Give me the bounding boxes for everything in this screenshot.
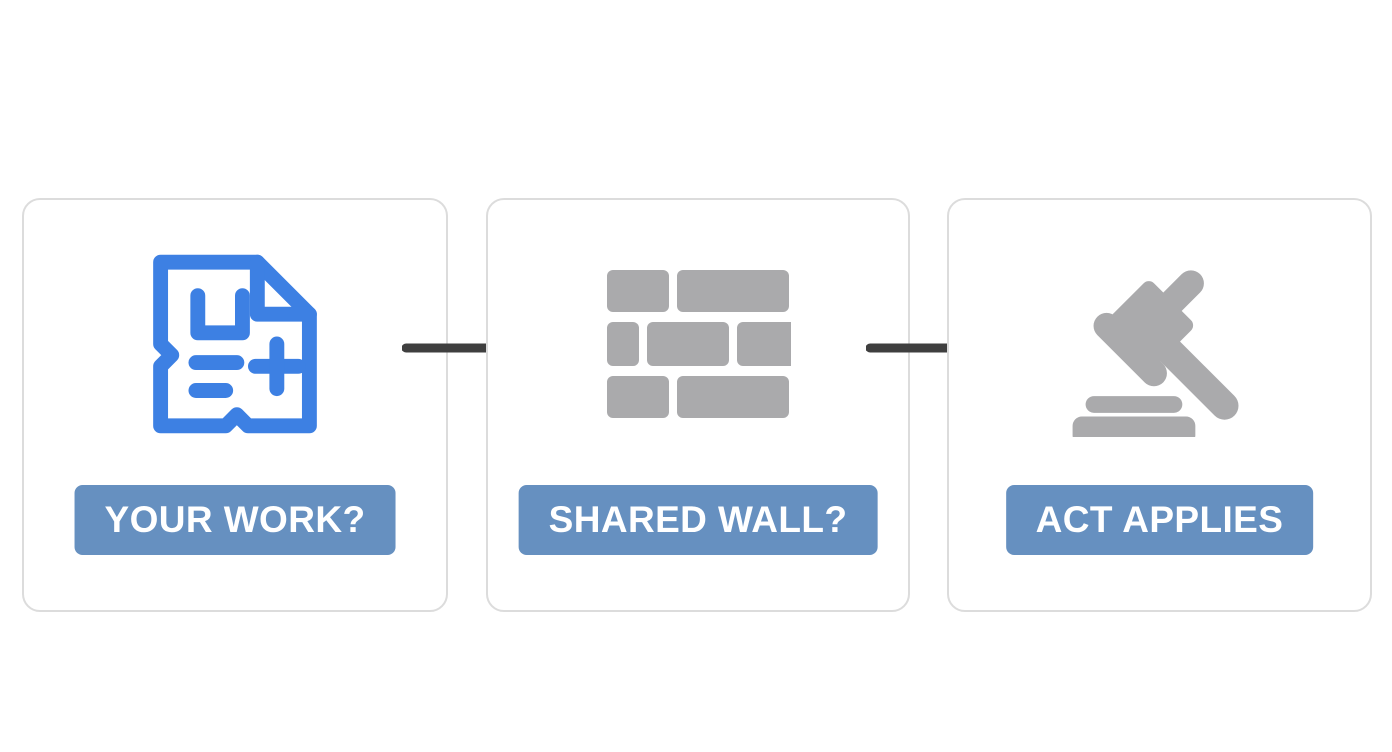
flow-step-card-3[interactable]: ACT APPLIES	[947, 198, 1372, 612]
document-plus-icon	[24, 234, 446, 454]
gavel-icon	[949, 234, 1370, 454]
flow-step-card-2[interactable]: SHARED WALL?	[486, 198, 910, 612]
flow-step-label-3[interactable]: ACT APPLIES	[1005, 485, 1314, 555]
brick-wall-icon	[488, 234, 908, 454]
flow-step-label-2[interactable]: SHARED WALL?	[518, 485, 878, 555]
flow-step-label-1[interactable]: YOUR WORK?	[74, 485, 396, 555]
flow-step-card-1[interactable]: YOUR WORK?	[22, 198, 448, 612]
